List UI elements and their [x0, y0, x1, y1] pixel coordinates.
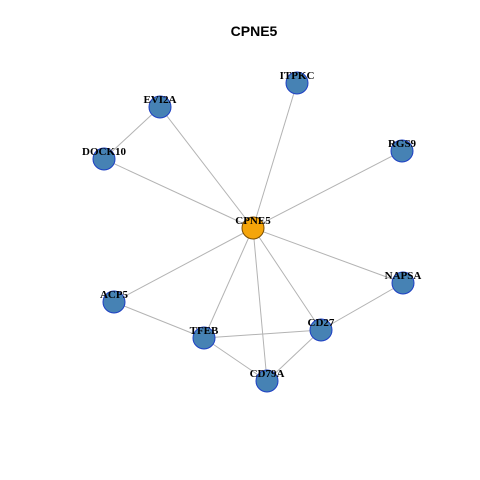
node-circle-cpne5: [241, 216, 265, 240]
node-circle-napsa: [391, 271, 415, 295]
node-dock10: DOCK10: [82, 146, 127, 171]
node-circle-rgs9: [390, 139, 414, 163]
node-circle-dock10: [92, 147, 116, 171]
edge-evi2a-dock10: [103, 106, 161, 160]
node-label-evi2a: EVI2A: [143, 94, 176, 106]
node-label-acp5: ACP5: [100, 289, 129, 301]
node-label-cpne5: CPNE5: [235, 215, 271, 227]
edge-cpne5-evi2a: [159, 106, 254, 229]
edge-cpne5-cd27: [252, 227, 322, 331]
edge-cpne5-rgs9: [252, 150, 403, 229]
edges-layer: [103, 82, 404, 382]
edge-cpne5-dock10: [103, 158, 254, 229]
node-circle-cd79a: [255, 369, 279, 393]
edge-cpne5-tfeb: [203, 227, 254, 339]
edge-tfeb-cd79a: [203, 337, 268, 382]
node-cpne5: CPNE5: [235, 215, 271, 240]
edge-cpne5-napsa: [252, 227, 404, 284]
node-rgs9: RGS9: [388, 138, 417, 163]
node-label-cd79a: CD79A: [250, 368, 285, 380]
edge-cd27-napsa: [320, 282, 404, 331]
node-circle-cd27: [309, 318, 333, 342]
node-label-itpkc: ITPKC: [280, 70, 315, 82]
edge-cpne5-acp5: [113, 227, 254, 303]
diagram-title: CPNE5: [231, 23, 278, 39]
node-circle-evi2a: [148, 95, 172, 119]
node-tfeb: TFEB: [190, 325, 219, 350]
node-circle-tfeb: [192, 326, 216, 350]
node-cd27: CD27: [308, 317, 335, 342]
edge-acp5-tfeb: [113, 301, 205, 339]
node-label-rgs9: RGS9: [388, 138, 417, 150]
node-itpkc: ITPKC: [280, 70, 315, 95]
edge-cd27-cd79a: [266, 329, 322, 382]
node-evi2a: EVI2A: [143, 94, 177, 119]
edge-tfeb-cd27: [203, 329, 322, 339]
node-circle-acp5: [102, 290, 126, 314]
node-label-dock10: DOCK10: [82, 146, 127, 158]
edge-cpne5-cd79a: [252, 227, 268, 382]
node-cd79a: CD79A: [250, 368, 285, 393]
node-circle-itpkc: [285, 71, 309, 95]
node-label-tfeb: TFEB: [190, 325, 219, 337]
node-acp5: ACP5: [100, 289, 129, 314]
node-label-cd27: CD27: [308, 317, 335, 329]
edge-cpne5-itpkc: [252, 82, 298, 229]
node-label-napsa: NAPSA: [385, 270, 422, 282]
node-napsa: NAPSA: [385, 270, 422, 295]
